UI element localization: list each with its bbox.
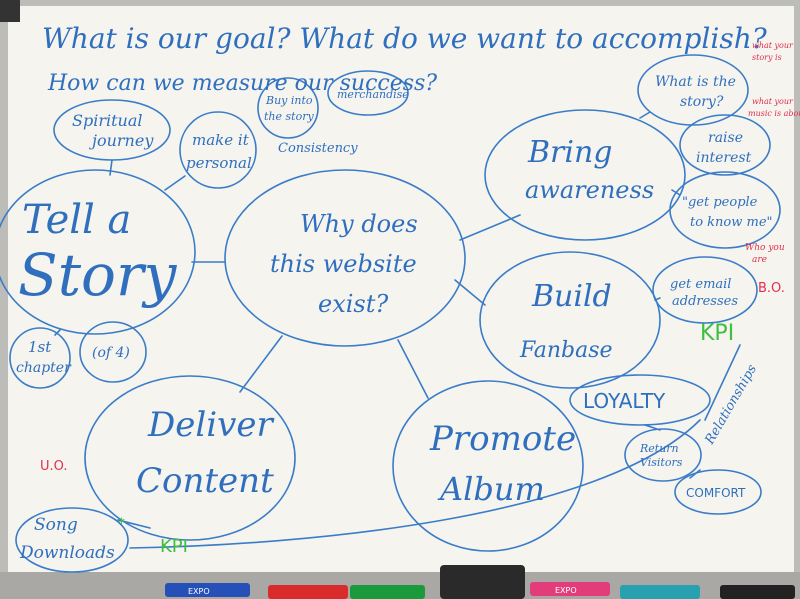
merch-bubble (327, 70, 409, 116)
note-bo: B.O. (758, 281, 785, 296)
buy-story-line-1: Buy into (265, 94, 313, 107)
tell-story-line-1: Tell a (22, 197, 131, 243)
connector-awareness-know (671, 189, 681, 196)
marker-label-pink: EXPO (555, 586, 577, 595)
arrow-songs-awareness (129, 419, 701, 549)
story-question-line-2: story? (680, 94, 724, 110)
comfort-bubble (674, 469, 762, 515)
merch-label: merchandise (337, 88, 409, 101)
songs-star: * (118, 516, 125, 532)
loyalty-bubble (569, 374, 711, 426)
chapter-line-2: chapter (16, 360, 72, 376)
personal-line-1: make it (192, 131, 250, 149)
markers: EXPO EXPO (165, 565, 795, 599)
connector-comfort (689, 469, 701, 479)
consistency-label: Consistency (278, 141, 358, 156)
marker-teal (620, 585, 700, 599)
connector-center-promote (397, 339, 429, 399)
marker-blue (165, 583, 250, 597)
personal-line-2: personal (186, 154, 252, 172)
of4-label: (of 4) (92, 345, 130, 361)
promote-line-1: Promote (429, 419, 576, 459)
awareness-line-1: Bring (527, 135, 613, 170)
deliver-content-bubble (84, 375, 296, 541)
raise-line-2: interest (696, 150, 752, 166)
tell-story-bubble (0, 169, 196, 335)
note-music-1: what your (752, 97, 794, 106)
connector-center-fanbase (454, 279, 486, 306)
center-bubble (224, 169, 466, 347)
fanbase-kpi: KPI (700, 321, 734, 346)
note-uo: U.O. (40, 459, 68, 474)
connector-tell-spiritual (109, 159, 113, 176)
header-question-2: How can we measure our success? (47, 71, 437, 96)
deliver-line-2: Content (136, 461, 274, 501)
fanbase-line-2: Fanbase (519, 338, 613, 363)
story-question-line-1: What is the (655, 74, 736, 90)
connector-awareness-story (639, 111, 651, 119)
center-line-2: this website (270, 250, 417, 278)
header-question-1: What is our goal? What do we want to acc… (42, 22, 768, 55)
chapter-bubble (9, 327, 71, 389)
connector-relationships (704, 344, 741, 421)
eraser (440, 565, 525, 599)
marker-black (720, 585, 795, 599)
songs-bubble (15, 507, 129, 573)
connector-center-deliver (239, 335, 283, 393)
marker-pink (530, 582, 610, 596)
return-visitors-bubble (624, 428, 702, 482)
center-line-1: Why does (300, 210, 418, 238)
spiritual-line-2: journey (89, 131, 154, 150)
promote-line-2: Album (437, 470, 545, 508)
fanbase-line-1: Build (531, 279, 612, 314)
note-what-2: story is (752, 53, 782, 62)
know-me-line-1: "get people (682, 195, 758, 210)
raise-line-1: raise (708, 130, 743, 146)
connector-center-awareness (459, 214, 521, 241)
promote-album-bubble (392, 380, 584, 552)
note-who-2: are (752, 255, 767, 265)
spiritual-line-1: Spiritual (72, 111, 142, 130)
raise-interest-bubble (679, 114, 771, 176)
whiteboard-surface (8, 6, 794, 572)
note-who-1: Who you (745, 243, 785, 253)
tell-story-line-2: Story (18, 241, 178, 309)
of4-bubble (79, 321, 147, 383)
board-corner-clip (0, 0, 20, 22)
awareness-line-2: awareness (525, 176, 654, 204)
marker-label-blue: EXPO (188, 587, 210, 596)
connector-tell-chapter (54, 329, 61, 336)
marker-green (350, 585, 425, 599)
return-line-1: Return (639, 442, 679, 455)
return-line-2: Visitors (640, 456, 683, 469)
deliver-line-1: Deliver (147, 405, 274, 445)
chapter-line-1: 1st (28, 338, 52, 356)
center-line-3: exist? (318, 290, 388, 318)
email-bubble (652, 256, 758, 324)
connector-fanbase-email (654, 297, 661, 301)
loyalty-label: LOYALTY (583, 389, 666, 413)
note-what-1: what your (752, 41, 794, 50)
bring-awareness-bubble (484, 109, 686, 241)
email-line-2: addresses (672, 294, 738, 309)
note-music-2: music is about (748, 109, 800, 118)
buy-story-bubble (257, 77, 319, 139)
songs-line-1: Song (34, 515, 78, 535)
build-fanbase-bubble (479, 251, 661, 389)
connector-deliver-songs (117, 519, 151, 529)
songs-kpi: KPI (160, 536, 188, 557)
connector-tell-personal (164, 175, 186, 191)
comfort-label: COMFORT (686, 486, 746, 500)
buy-story-line-2: the story (264, 110, 314, 123)
email-line-1: get email (670, 277, 731, 292)
personal-bubble (179, 111, 257, 189)
marker-red (268, 585, 348, 599)
songs-line-2: Downloads (19, 543, 115, 563)
connector-loyalty-return (644, 424, 661, 431)
story-question-bubble (637, 54, 749, 126)
know-me-bubble (669, 171, 781, 249)
know-me-line-2: to know me" (690, 215, 773, 230)
